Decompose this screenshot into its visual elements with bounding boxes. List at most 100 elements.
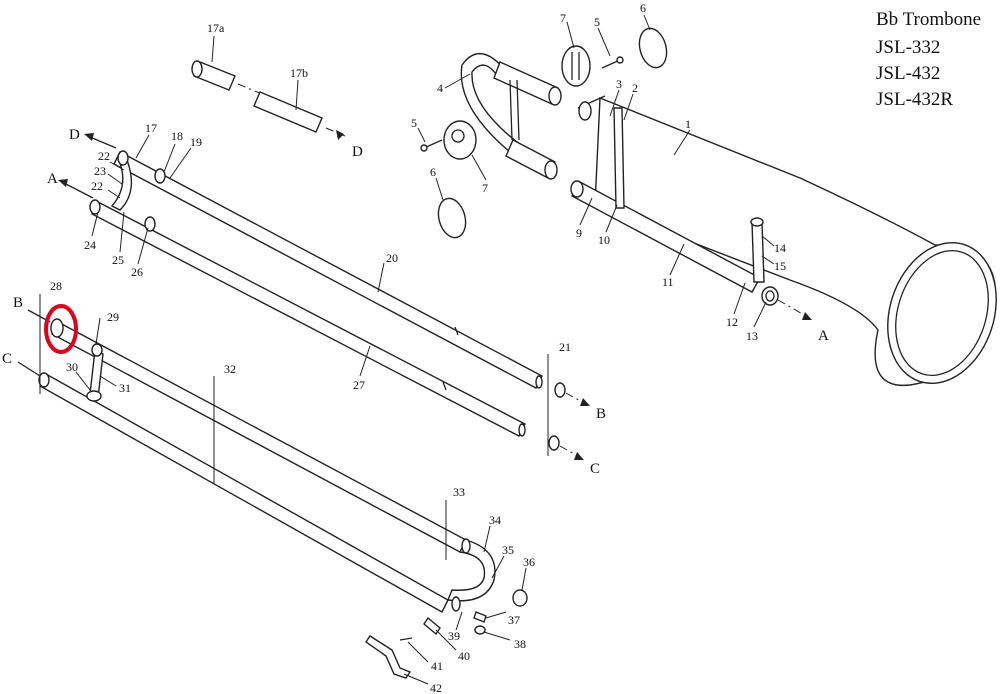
inner-slide-ring-18	[154, 168, 166, 184]
receiver-17a-end	[191, 60, 203, 78]
outer-slide-tube-lower	[39, 373, 449, 613]
part-label-32: 32	[224, 362, 236, 376]
part-label-41: 41	[431, 659, 443, 673]
part-number-labels: 1 2 3 4 5 5 6 6 7 7 9 10 11 12 13 14 15 …	[50, 1, 786, 694]
leader-2	[623, 93, 634, 121]
highlight-marker-part-28	[44, 304, 78, 354]
part-label-10: 10	[598, 233, 610, 247]
arrow-d-left-head	[84, 133, 94, 141]
bell-lock-nut-hole	[765, 290, 775, 302]
inner-slide-lower-end	[518, 423, 526, 437]
lower-tuning-tube-end	[544, 160, 558, 180]
leader-23	[107, 173, 123, 185]
arrow-c-right-head	[574, 452, 584, 460]
inner-slide-tube-lower	[91, 201, 526, 437]
water-key-lever	[365, 635, 412, 679]
slide-bumper	[512, 589, 528, 607]
leader-36	[521, 567, 527, 591]
part-label-17b: 17b	[290, 66, 308, 80]
part-label-34: 34	[489, 513, 501, 527]
part-label-29: 29	[107, 310, 119, 324]
leader-12	[733, 282, 746, 315]
leader-26	[137, 227, 149, 265]
leader-lines	[39, 14, 775, 685]
leader-40	[435, 629, 457, 651]
leader-1	[673, 129, 691, 156]
washer-upper	[554, 382, 566, 398]
bell-lock-brace	[751, 221, 765, 283]
label-c-right: C	[590, 461, 600, 477]
label-d-left: D	[69, 127, 80, 143]
inner-slide	[89, 150, 566, 451]
arrow-a-right	[777, 299, 807, 317]
crook-brace	[509, 79, 520, 141]
arrow-c-right	[559, 445, 579, 457]
leader-5b	[417, 127, 426, 143]
bell-lock-nut	[761, 286, 779, 306]
bell-small-parts	[420, 27, 668, 239]
arrow-d-right-head	[336, 130, 344, 140]
leadpipe-17b	[253, 91, 323, 133]
part-label-22b: 22	[91, 179, 103, 193]
counterweight-upper	[561, 45, 591, 87]
part-label-35: 35	[502, 543, 514, 557]
part-label-5a: 5	[594, 15, 600, 29]
part-label-21: 21	[559, 340, 571, 354]
label-d-right: D	[352, 144, 363, 160]
outer-slide-stay-foot	[86, 390, 102, 402]
inner-slide-lower-cap	[89, 199, 101, 215]
water-key-cork	[474, 625, 486, 635]
arrow-b-right-head	[580, 398, 590, 406]
leader-6a	[643, 14, 651, 31]
leader-29	[95, 317, 101, 345]
felt-disc-lower	[437, 197, 467, 239]
leader-3	[609, 89, 620, 117]
screw-lower-head	[420, 144, 428, 152]
part-label-1: 1	[685, 117, 691, 131]
part-label-14: 14	[774, 241, 786, 255]
part-label-19: 19	[190, 135, 202, 149]
part-label-12: 12	[726, 315, 738, 329]
part-label-17: 17	[145, 121, 157, 135]
part-label-27: 27	[353, 378, 365, 392]
leader-22a	[109, 161, 125, 171]
label-a-right: A	[818, 328, 829, 344]
part-label-20: 20	[386, 251, 398, 265]
leader-7b	[471, 154, 487, 181]
leader-25	[119, 211, 125, 253]
leader-11	[669, 243, 685, 276]
axis-17a-17b	[237, 83, 263, 95]
model-1: JSL-332	[876, 37, 940, 58]
part-label-38: 38	[514, 637, 526, 651]
bell-section	[460, 53, 997, 387]
bell-rim	[887, 241, 997, 385]
outer-slide-stay-top	[91, 343, 103, 357]
model-2: JSL-432	[876, 63, 940, 84]
label-b-right: B	[596, 406, 606, 422]
outer-slide-upper-end	[50, 318, 64, 338]
leader-31	[99, 375, 117, 387]
mouthpiece-receiver-parts	[191, 60, 346, 137]
counterweight-lower-hub	[451, 129, 465, 143]
inner-slide-lower-joint	[442, 381, 447, 391]
bell-tube-cap	[578, 101, 592, 121]
leader-22b	[107, 189, 121, 199]
washer-lower	[548, 435, 560, 451]
arrow-d-left	[89, 136, 117, 149]
part-label-39: 39	[448, 629, 460, 643]
arrow-a-left-head	[58, 179, 68, 187]
model-3: JSL-432R	[876, 89, 953, 110]
leader-5a	[597, 27, 611, 57]
part-label-6a: 6	[640, 1, 646, 15]
part-label-22a: 22	[98, 149, 110, 163]
outer-slide-ring-upper	[461, 538, 471, 554]
outer-slide-crook	[447, 539, 496, 602]
counterweight-lower	[443, 120, 477, 160]
leader-34	[483, 525, 491, 553]
leader-7a	[566, 21, 575, 49]
leader-38	[483, 631, 511, 641]
leader-4	[444, 73, 471, 89]
part-label-26: 26	[131, 265, 143, 279]
leader-41	[407, 641, 429, 663]
